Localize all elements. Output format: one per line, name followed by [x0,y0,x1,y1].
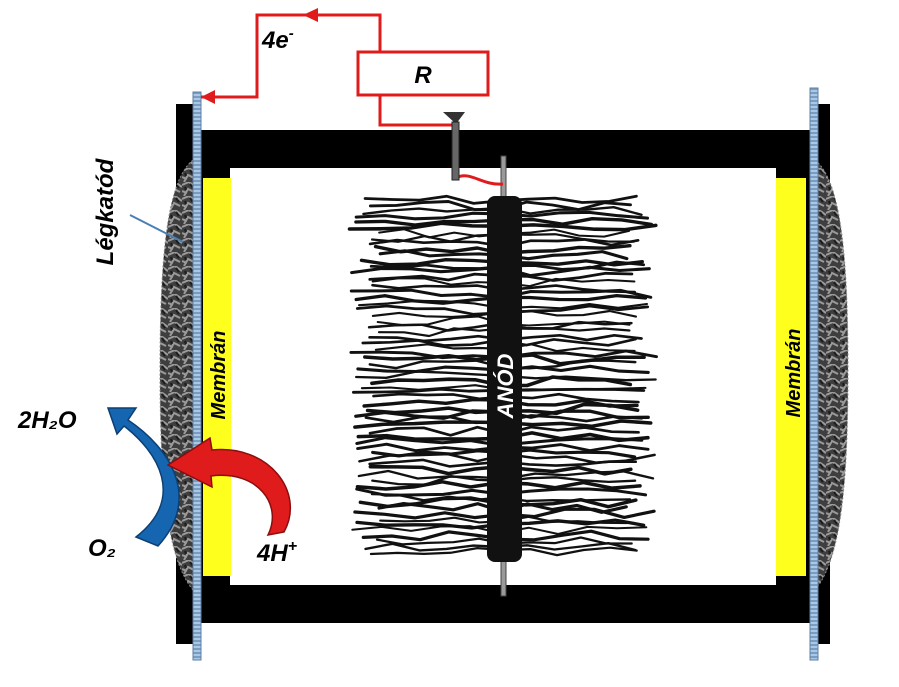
membrane-right-label: Membrán [783,329,805,418]
membrane-right [776,178,806,576]
water-label: 2H₂O [17,407,77,434]
current-collector-right [809,87,819,661]
proton-arrow [166,436,291,537]
proton-label: 4H+ [256,538,297,567]
wire-to-anode [378,95,454,127]
cathode-arrowhead [201,90,215,104]
anode-terminal [443,112,465,181]
electron-label: 4e- [261,25,294,54]
current-collector-left [192,91,202,661]
electron-flow-arrowhead [303,8,318,22]
air-cathode-right [814,158,849,592]
membrane-left [203,178,231,576]
resistor-label: R [414,62,432,89]
wire-to-cathode [201,13,382,99]
oxygen-label: O₂ [88,535,116,562]
membrane-left-label: Membrán [208,331,230,420]
anode-core [487,196,522,562]
cathode-label: Légkatód [92,157,119,265]
anode-label: ANÓD [493,354,518,420]
resistor [356,50,490,97]
oxygen-to-water-arrow [106,407,180,547]
cathode-pointer-line [129,214,184,243]
anode-lead-wire [455,174,504,186]
